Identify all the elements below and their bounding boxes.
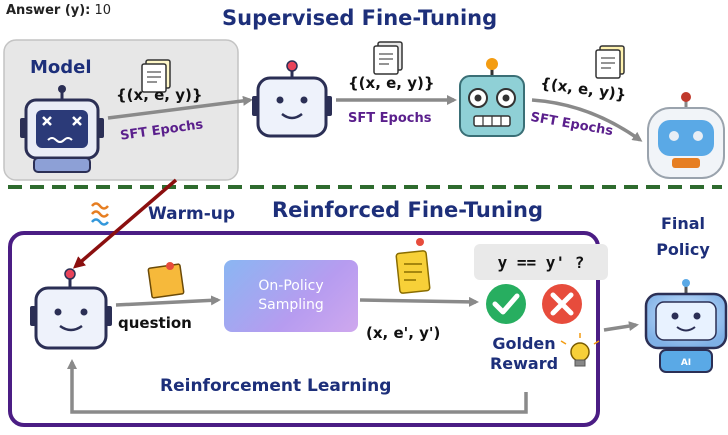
on-policy-sampling-box: On-Policy Sampling <box>224 260 358 332</box>
answer-label: Answer (y): 10 <box>6 3 112 18</box>
rollout-label: (x, e', y') <box>366 324 441 342</box>
answer-check-box: y == y' ? <box>474 244 608 280</box>
document-icon-1 <box>141 59 171 93</box>
robot-icon-smile <box>252 60 332 138</box>
sft-arrow-3 <box>531 98 643 142</box>
heat-waves-icon <box>91 202 109 226</box>
final-policy-line-2: Policy <box>656 240 710 259</box>
golden-line-2: Reward <box>489 354 559 373</box>
sampling-line-1: On-Policy <box>258 278 324 295</box>
question-arrow <box>115 295 221 307</box>
sampling-line-2: Sampling <box>258 297 324 313</box>
final-policy-robot-icon: AI <box>644 279 728 373</box>
document-icon-2 <box>373 41 403 75</box>
question-label: question <box>118 314 192 332</box>
check-icon <box>486 284 526 324</box>
svg-text:AI: AI <box>681 358 691 368</box>
sft-title: Supervised Fine-Tuning <box>222 6 498 30</box>
broken-robot-icon <box>20 85 104 173</box>
robot-icon-emoji <box>459 58 525 137</box>
warmup-arrow <box>72 178 178 269</box>
golden-line-1: Golden <box>492 334 556 353</box>
model-label: Model <box>30 57 92 78</box>
final-policy-line-1: Final <box>660 214 706 233</box>
triple-label-1: {(x, e, y)} <box>116 86 203 104</box>
notepad-icon <box>395 238 431 294</box>
sampling-arrow <box>359 296 479 307</box>
robot-icon-helmet <box>647 92 725 179</box>
reinforcement-learning-label: Reinforcement Learning <box>160 376 392 396</box>
final-arrow <box>603 321 639 332</box>
feedback-loop-arrow <box>67 359 528 414</box>
rft-panel <box>8 231 600 427</box>
rft-robot-icon <box>30 268 112 350</box>
sft-epochs-label-2: SFT Epochs <box>348 111 432 126</box>
sticky-note-icon <box>147 262 185 299</box>
cross-icon <box>542 284 582 324</box>
triple-label-2: {(x, e, y)} <box>348 74 435 92</box>
light-bulb-icon <box>560 333 600 367</box>
rft-title: Reinforced Fine-Tuning <box>272 198 543 222</box>
sft-arrow-1 <box>107 95 253 120</box>
warmup-label: Warm-up <box>148 204 236 224</box>
document-icon-3 <box>595 45 625 79</box>
